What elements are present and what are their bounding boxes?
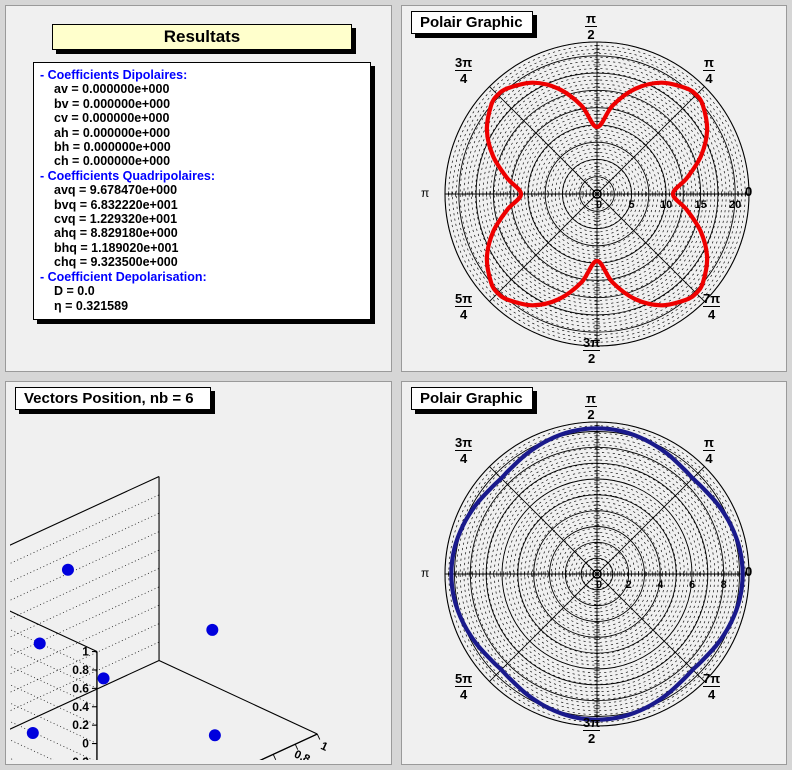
polar-bottom-radial-ticklabels: 2 4 6 8 0 (596, 579, 727, 591)
results-value: cvq = 1.229320e+001 (54, 212, 178, 227)
svg-text:0.2: 0.2 (72, 718, 89, 732)
vectors-3d-content: 10.80.60.40.20-0.2-0.4-0.6-0.8-110.80.60… (6, 475, 330, 764)
polar-top-label-pi: π (421, 186, 430, 200)
results-value: av = 0.000000e+000 (54, 82, 170, 97)
polar-top-svg: 5 10 15 20 0 (444, 41, 750, 347)
svg-text:6: 6 (689, 579, 695, 591)
results-value: D = 0.0 (54, 284, 95, 299)
polar-bottom-label-0: 0 (745, 564, 753, 579)
results-value: cv = 0.000000e+000 (54, 111, 170, 126)
polar-top-title-label: Polair Graphic (420, 14, 523, 31)
polar-bottom-svg: 2 4 6 8 0 (444, 421, 750, 727)
results-heading-dipolaires: - Coefficients Dipolaires: (40, 68, 188, 82)
svg-text:0.6: 0.6 (72, 681, 89, 695)
svg-text:0.8: 0.8 (292, 749, 312, 760)
svg-text:-0.2: -0.2 (68, 755, 89, 760)
svg-text:15: 15 (695, 199, 707, 211)
svg-text:0.4: 0.4 (72, 700, 89, 714)
svg-text:4: 4 (657, 579, 664, 591)
svg-text:0.6: 0.6 (270, 759, 289, 760)
polar-bottom-title-box: Polair Graphic (411, 387, 533, 410)
results-value: chq = 9.323500e+000 (54, 255, 178, 270)
polar-top-label-3pi-over-4: 3π 4 (455, 55, 473, 86)
results-value: ch = 0.000000e+000 (54, 154, 171, 169)
polar-top-label-pi-over-2: π 2 (585, 11, 597, 42)
polar-bottom-title-label: Polair Graphic (420, 390, 523, 407)
results-value: avq = 9.678470e+000 (54, 183, 178, 198)
svg-text:0: 0 (82, 737, 89, 751)
svg-text:20: 20 (729, 199, 741, 211)
svg-text:1: 1 (319, 740, 330, 754)
results-value: ahq = 8.829180e+000 (54, 226, 178, 241)
vectors-panel: Vectors Position, nb = 6 10.80.60.40.20-… (5, 381, 392, 765)
svg-text:1: 1 (82, 645, 89, 659)
results-value: η = 0.321589 (54, 298, 129, 313)
polar-bottom-label-pi-over-4: π 4 (703, 435, 715, 466)
vectors-3d-plot: 10.80.60.40.20-0.2-0.4-0.6-0.8-110.80.60… (6, 408, 388, 764)
vectors-title-box: Vectors Position, nb = 6 (15, 387, 211, 410)
results-text-box: - Coefficients Dipolaires: av = 0.000000… (33, 62, 371, 320)
results-value: bhq = 1.189020e+001 (54, 240, 179, 255)
polar-bottom-label-3pi-over-2: 3π 2 (583, 715, 601, 746)
polar-bottom-curve (449, 426, 745, 722)
svg-text:0: 0 (596, 579, 602, 591)
svg-text:8: 8 (721, 579, 727, 591)
svg-text:0: 0 (596, 199, 602, 211)
polar-bottom-label-3pi-over-4: 3π 4 (455, 435, 473, 466)
vectors-3d-svg: 10.80.60.40.20-0.2-0.4-0.6-0.8-110.80.60… (6, 475, 330, 764)
results-value: bv = 0.000000e+000 (54, 96, 171, 111)
polar-top-title-box: Polair Graphic (411, 11, 533, 34)
polar-bottom-label-5pi-over-4: 5π 4 (455, 671, 473, 702)
polar-top-radial-ticklabels: 5 10 15 20 0 (596, 199, 741, 211)
results-heading-quadripolaires: - Coefficients Quadripolaires: (40, 168, 216, 183)
results-value: ah = 0.000000e+000 (54, 125, 171, 140)
polar-top-label-pi-over-4: π 4 (703, 55, 715, 86)
results-value: bvq = 6.832220e+001 (54, 197, 178, 212)
svg-text:2: 2 (626, 579, 632, 591)
results-value: bh = 0.000000e+000 (54, 140, 171, 155)
polar-top-label-5pi-over-4: 5π 4 (455, 291, 473, 322)
polar-bottom-label-7pi-over-4: 7π 4 (703, 671, 721, 702)
panel-grid: Resultats - Coefficients Dipolaires: av … (5, 5, 787, 765)
polar-top-label-3pi-over-2: 3π 2 (583, 335, 601, 366)
svg-text:0.8: 0.8 (72, 663, 89, 677)
results-heading-depolarisation: - Coefficient Depolarisation: (40, 269, 207, 284)
polar-top-label-7pi-over-4: 7π 4 (703, 291, 721, 322)
polar-top-label-0: 0 (745, 184, 753, 199)
results-title-box: Resultats (52, 24, 352, 50)
vectors-title-label: Vectors Position, nb = 6 (24, 390, 194, 407)
svg-text:10: 10 (660, 199, 672, 211)
polar-bottom-label-pi-over-2: π 2 (585, 391, 597, 422)
results-panel: Resultats - Coefficients Dipolaires: av … (5, 5, 392, 372)
polar-top-curve (484, 80, 710, 308)
svg-text:5: 5 (628, 199, 634, 211)
polar-bottom-label-pi: π (421, 566, 430, 580)
results-title-label: Resultats (163, 27, 241, 46)
polar-bottom-grid (444, 421, 750, 727)
